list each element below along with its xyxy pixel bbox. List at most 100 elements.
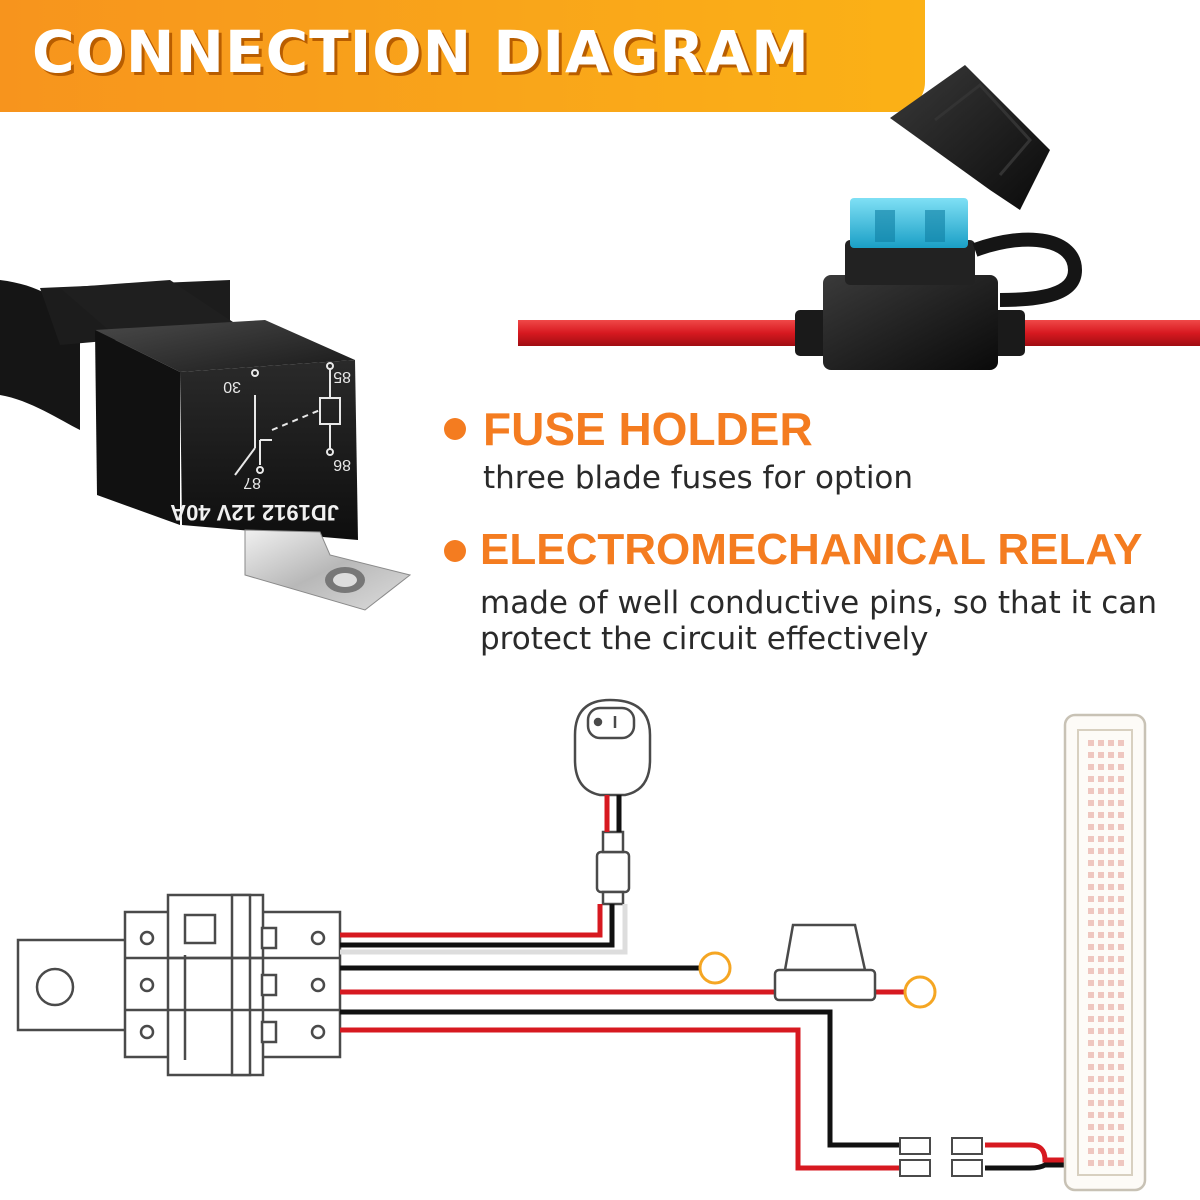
led-chip [1088, 1028, 1094, 1034]
led-light-bar-icon [1063, 713, 1147, 1192]
led-chip [1098, 872, 1104, 878]
led-chip [1108, 920, 1114, 926]
led-chip [1108, 884, 1114, 890]
led-chip [1108, 992, 1114, 998]
led-chip [1088, 980, 1094, 986]
led-chip [1088, 920, 1094, 926]
led-chip [1088, 812, 1094, 818]
led-chip [1088, 740, 1094, 746]
led-chip [1098, 896, 1104, 902]
led-chip [1088, 824, 1094, 830]
led-chip [1108, 1004, 1114, 1010]
led-chip [1118, 836, 1124, 842]
feature-title-fuse-holder: FUSE HOLDER [483, 403, 813, 455]
led-chip [1108, 1148, 1114, 1154]
led-chip [1098, 740, 1104, 746]
led-chip [1118, 920, 1124, 926]
led-chip [1108, 764, 1114, 770]
led-chip [1088, 1148, 1094, 1154]
led-chip [1118, 1148, 1124, 1154]
led-chip [1088, 872, 1094, 878]
led-chip [1118, 1124, 1124, 1130]
led-chip [1088, 956, 1094, 962]
led-chip [1108, 1052, 1114, 1058]
led-chip [1088, 764, 1094, 770]
led-chip [1088, 1016, 1094, 1022]
led-chip [1118, 884, 1124, 890]
led-chip [1098, 788, 1104, 794]
led-chip [1118, 1100, 1124, 1106]
page-title: CONNECTION DIAGRAM [32, 18, 810, 86]
relay-pin-85-label: 85 [333, 368, 351, 385]
feature-desc-fuse-holder: three blade fuses for option [483, 460, 914, 496]
led-chip [1118, 1160, 1124, 1166]
led-chip [1088, 1160, 1094, 1166]
led-chip [1098, 908, 1104, 914]
led-chip [1088, 884, 1094, 890]
led-chip [1098, 932, 1104, 938]
led-chip [1088, 1052, 1094, 1058]
led-chip [1108, 860, 1114, 866]
led-chip [1118, 908, 1124, 914]
led-chip [1118, 1004, 1124, 1010]
led-chip [1098, 812, 1104, 818]
led-chip [1108, 1064, 1114, 1070]
led-chip [1108, 1136, 1114, 1142]
led-chip [1118, 1016, 1124, 1022]
wires [340, 904, 1065, 1171]
led-chip [1118, 1064, 1124, 1070]
relay-model-label: JD1912 12V 40A [170, 500, 339, 525]
led-chip [1098, 884, 1104, 890]
feature-title-relay: ELECTROMECHANICAL RELAY [480, 525, 1143, 574]
led-chip [1108, 1124, 1114, 1130]
ring-terminal-icon [903, 975, 937, 1009]
led-chip [1088, 1004, 1094, 1010]
led-chip [1088, 908, 1094, 914]
led-chip [1098, 1148, 1104, 1154]
led-chip [1108, 740, 1114, 746]
feature-desc-relay: made of well conductive pins, so that it… [480, 585, 1157, 657]
led-chip [1088, 788, 1094, 794]
led-chip [1108, 824, 1114, 830]
led-chip [1118, 1112, 1124, 1118]
led-chip [1098, 764, 1104, 770]
led-chip [1118, 932, 1124, 938]
led-chip [1108, 968, 1114, 974]
led-chip [1108, 1028, 1114, 1034]
led-chip [1098, 800, 1104, 806]
led-chip [1088, 1124, 1094, 1130]
relay-pin-86-label: 86 [333, 456, 351, 473]
led-chip [1118, 872, 1124, 878]
led-chip [1108, 1016, 1114, 1022]
led-chip [1098, 824, 1104, 830]
relay-icon [16, 893, 342, 1077]
led-chip [1118, 788, 1124, 794]
led-chip [1098, 1040, 1104, 1046]
led-chip [1088, 896, 1094, 902]
led-chip [1118, 1076, 1124, 1082]
led-chip [1108, 1100, 1114, 1106]
led-chip [1108, 812, 1114, 818]
fuse-holder-icon [773, 923, 877, 1002]
led-chip [1088, 776, 1094, 782]
led-chip [1088, 1100, 1094, 1106]
led-chip [1108, 908, 1114, 914]
led-chip [1098, 752, 1104, 758]
led-chip [1118, 1040, 1124, 1046]
led-chip [1118, 764, 1124, 770]
led-chip [1098, 968, 1104, 974]
led-chip [1098, 1100, 1104, 1106]
led-chip [1108, 800, 1114, 806]
led-chip [1118, 1052, 1124, 1058]
rocker-switch-icon [573, 698, 652, 906]
led-chip [1088, 992, 1094, 998]
led-chip [1118, 1028, 1124, 1034]
led-chip [1088, 752, 1094, 758]
led-chip [1118, 740, 1124, 746]
led-chip [1108, 776, 1114, 782]
led-chip [1098, 860, 1104, 866]
led-chip [1108, 896, 1114, 902]
led-chip [1118, 1088, 1124, 1094]
led-chip [1098, 992, 1104, 998]
